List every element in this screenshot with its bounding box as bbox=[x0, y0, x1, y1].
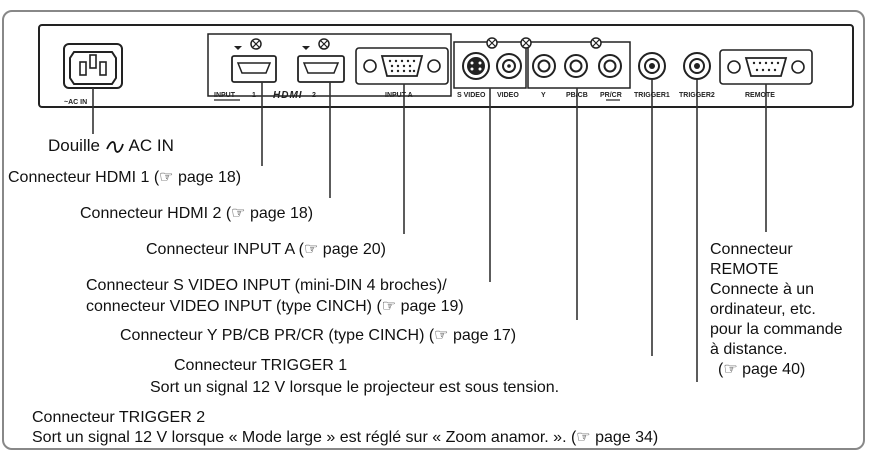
callout-ac-in-after: AC IN bbox=[128, 136, 174, 155]
callout-remote-line: REMOTE bbox=[710, 261, 779, 278]
input-a-port bbox=[355, 47, 449, 85]
page-ref-icon: ☞ bbox=[576, 429, 591, 446]
trigger1-panel-label: TRIGGER1 bbox=[634, 92, 670, 99]
hdmi2-num-label: 2 bbox=[312, 92, 316, 99]
pb-cb-panel-label: PB/CB bbox=[566, 92, 588, 99]
page-ref-icon: ☞ bbox=[231, 205, 246, 222]
callout-hdmi1-page: page 18) bbox=[177, 169, 242, 186]
callout-ac-in: Douille AC IN bbox=[48, 136, 174, 156]
remote-port bbox=[719, 49, 813, 85]
callout-ypbpr: Connecteur Y PB/CB PR/CR (type CINCH) (☞… bbox=[120, 326, 516, 346]
callout-input-a: Connecteur INPUT A (☞ page 20) bbox=[146, 240, 386, 260]
video-port bbox=[496, 53, 522, 79]
callout-ypbpr-text: Connecteur Y PB/CB PR/CR (type CINCH) ( bbox=[120, 327, 435, 344]
video-panel-label: VIDEO bbox=[497, 92, 519, 99]
trigger1-port bbox=[638, 52, 666, 80]
callout-trigger2-line2: Sort un signal 12 V lorsque « Mode large… bbox=[32, 428, 658, 448]
ac-in-panel-label: ~AC IN bbox=[64, 99, 88, 106]
hdmi2-port bbox=[297, 38, 345, 83]
callout-trigger1-line1: Connecteur TRIGGER 1 bbox=[174, 357, 348, 374]
page-ref-icon: ☞ bbox=[304, 241, 319, 258]
callout-svideo-page: page 19) bbox=[400, 298, 464, 315]
callout-ac-in-before: Douille bbox=[48, 136, 100, 155]
component-block-outline bbox=[527, 41, 631, 89]
callout-hdmi1: Connecteur HDMI 1 (☞ page 18) bbox=[8, 168, 241, 188]
callout-hdmi2-text: Connecteur HDMI 2 ( bbox=[80, 205, 232, 222]
callout-hdmi2: Connecteur HDMI 2 (☞ page 18) bbox=[80, 204, 313, 224]
callout-svideo-text: connecteur VIDEO INPUT (type CINCH) ( bbox=[86, 298, 382, 315]
tilde-ac-icon bbox=[105, 141, 124, 153]
pr-port bbox=[598, 54, 622, 78]
callout-remote-page-num: page 40) bbox=[742, 361, 806, 378]
pb-port bbox=[564, 54, 588, 78]
callout-svideo-line1: Connecteur S VIDEO INPUT (mini-DIN 4 bro… bbox=[86, 277, 447, 294]
callout-input-a-text: Connecteur INPUT A ( bbox=[146, 241, 304, 258]
page-ref-icon: ☞ bbox=[723, 361, 738, 378]
input-a-panel-label: INPUT A bbox=[385, 92, 413, 99]
callout-remote-line: Connecteur bbox=[710, 241, 793, 258]
callout-remote: Connecteur REMOTE Connecte à un ordinate… bbox=[710, 240, 866, 380]
s-video-panel-label: S VIDEO bbox=[457, 92, 486, 99]
page-ref-icon: ☞ bbox=[159, 169, 174, 186]
callout-hdmi2-page: page 18) bbox=[249, 205, 314, 222]
y-port bbox=[532, 54, 556, 78]
leader-lines bbox=[92, 80, 767, 382]
connector-panel bbox=[38, 24, 854, 108]
callout-input-a-page: page 20) bbox=[322, 241, 386, 258]
callout-trigger2-page: page 34) bbox=[595, 429, 659, 446]
callout-remote-page-open: ( bbox=[718, 361, 724, 378]
hdmi-logo: HDMI bbox=[273, 90, 303, 101]
callout-remote-line: à distance. bbox=[710, 341, 788, 358]
pr-cr-panel-label: PR/CR bbox=[600, 92, 622, 99]
diagram-frame bbox=[2, 10, 865, 450]
input-panel-label: INPUT bbox=[214, 92, 235, 99]
callout-svideo-line2: connecteur VIDEO INPUT (type CINCH) (☞ p… bbox=[86, 297, 464, 317]
callout-trigger2-line1: Connecteur TRIGGER 2 bbox=[32, 409, 206, 426]
callout-remote-page: (☞ page 40) bbox=[710, 360, 866, 380]
trigger2-panel-label: TRIGGER2 bbox=[679, 92, 715, 99]
svideo-port bbox=[462, 52, 490, 80]
callout-trigger2-text: Sort un signal 12 V lorsque « Mode large… bbox=[32, 429, 577, 446]
remote-panel-label: REMOTE bbox=[745, 92, 775, 99]
callout-ypbpr-page: page 17) bbox=[452, 327, 517, 344]
callout-remote-line: Connecte à un bbox=[710, 281, 815, 298]
screws bbox=[486, 37, 602, 49]
page-ref-icon: ☞ bbox=[434, 327, 449, 344]
hdmi1-num-label: 1 bbox=[252, 92, 256, 99]
callout-remote-line: pour la commande bbox=[710, 321, 843, 338]
page-ref-icon: ☞ bbox=[381, 298, 397, 315]
callout-hdmi1-text: Connecteur HDMI 1 ( bbox=[8, 169, 160, 186]
callout-trigger1-line2: Sort un signal 12 V lorsque le projecteu… bbox=[150, 379, 560, 396]
trigger2-port bbox=[683, 52, 711, 80]
callout-remote-line: ordinateur, etc. bbox=[710, 301, 816, 318]
y-panel-label: Y bbox=[541, 92, 546, 99]
hdmi1-port bbox=[231, 38, 277, 83]
ac-inlet bbox=[63, 43, 123, 89]
